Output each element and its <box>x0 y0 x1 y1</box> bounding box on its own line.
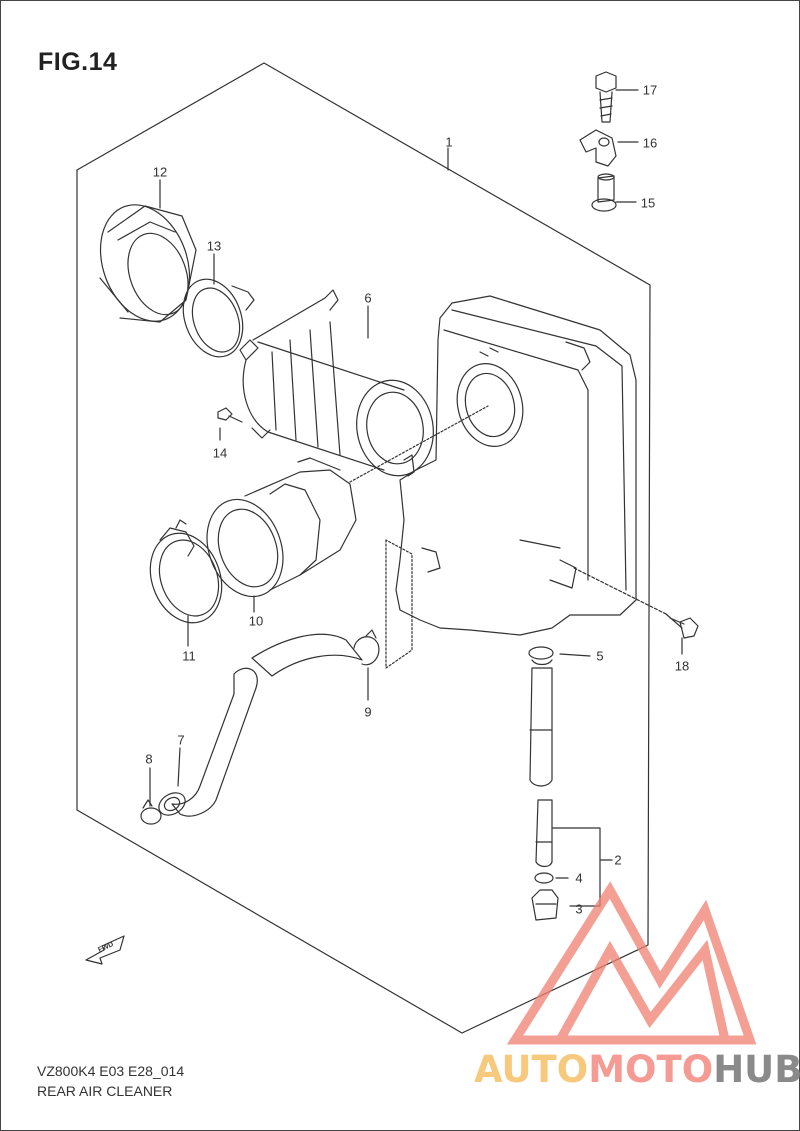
air-cleaner-case <box>395 295 637 636</box>
watermark-part-3: HUB <box>713 1048 800 1091</box>
callout-15: 15 <box>640 195 656 211</box>
callout-10: 10 <box>248 613 264 629</box>
part-14-bolt <box>217 407 243 423</box>
part-8-plug <box>140 799 162 825</box>
callout-14: 14 <box>212 445 228 461</box>
callout-7: 7 <box>177 732 185 748</box>
part-17-bolt <box>595 71 617 123</box>
watermark-logo-icon <box>506 881 757 1045</box>
part-11-hose-clamp <box>149 519 223 624</box>
part-4-clip <box>534 872 554 884</box>
part-12-intake-funnel <box>99 204 197 323</box>
part-2-drain-tube <box>529 667 553 868</box>
callout-4: 4 <box>575 870 583 886</box>
watermark-part-2: MOTO <box>588 1048 714 1091</box>
part-13-clamp-ring <box>182 278 255 358</box>
callout-8: 8 <box>145 751 153 767</box>
callout-16: 16 <box>642 135 658 151</box>
watermark-text: AUTOMOTOHUB <box>474 1048 800 1091</box>
part-15-collar <box>591 173 617 212</box>
assembly-outline <box>76 62 651 1034</box>
callout-11: 11 <box>182 648 196 664</box>
part-9-clamp <box>353 629 380 666</box>
callout-5: 5 <box>596 648 604 664</box>
footer-figure-name: REAR AIR CLEANER <box>37 1083 173 1099</box>
footer-figure-code: VZ800K4 E03 E28_014 <box>37 1063 185 1079</box>
part-5-cap <box>528 646 554 666</box>
part-3-plug <box>531 889 559 921</box>
callout-17: 17 <box>642 82 658 98</box>
part-18-bolt <box>573 567 699 639</box>
callout-18: 18 <box>674 658 690 674</box>
callout-6: 6 <box>364 290 372 306</box>
callout-2: 2 <box>614 852 622 868</box>
callout-13: 13 <box>206 238 222 254</box>
callout-12: 12 <box>152 164 168 180</box>
callout-9: 9 <box>364 704 372 720</box>
fwd-arrow-icon <box>85 935 125 965</box>
watermark-part-1: AUTO <box>474 1048 589 1091</box>
callout-3: 3 <box>575 901 583 917</box>
callout-1: 1 <box>445 134 453 150</box>
part-6-filter-element <box>239 289 434 477</box>
figure-title: FIG.14 <box>38 48 118 76</box>
part-7-drain-hose <box>158 633 363 817</box>
part-16-bracket <box>579 129 617 167</box>
